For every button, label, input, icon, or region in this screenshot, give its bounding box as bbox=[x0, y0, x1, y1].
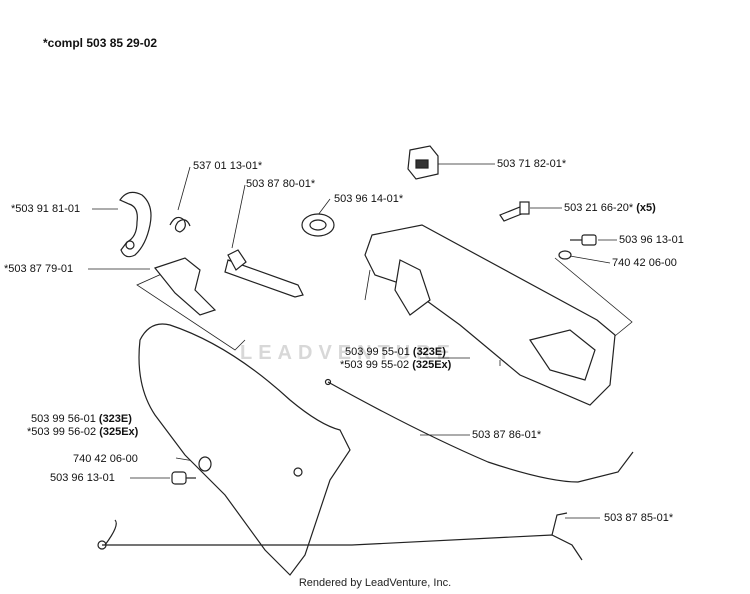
screw-washer-left-part bbox=[171, 456, 212, 485]
label-503-99-55-01: 503 99 55-01 (323E) bbox=[345, 346, 446, 358]
label-503-96-14-01: 503 96 14-01* bbox=[334, 193, 404, 205]
label-503-71-82-01: 503 71 82-01* bbox=[497, 158, 567, 170]
label-503-87-79-01: *503 87 79-01 bbox=[4, 263, 74, 275]
label-740-42-06-00-right: 740 42 06-00 bbox=[612, 257, 677, 269]
watermark: LEADVENTURE bbox=[240, 342, 457, 364]
handle-grip-part bbox=[138, 323, 351, 576]
throttle-cable-part bbox=[324, 378, 634, 483]
screw-part bbox=[499, 201, 530, 222]
bracket-line bbox=[364, 269, 371, 301]
label-503-99-56-02: *503 99 56-02 (325Ex) bbox=[27, 426, 139, 438]
bracket-line bbox=[136, 267, 246, 351]
switch-part bbox=[407, 145, 439, 180]
label-503-96-13-01-right: 503 96 13-01 bbox=[619, 234, 684, 246]
leader-line bbox=[569, 255, 611, 264]
handle-housing-part bbox=[364, 224, 616, 406]
label-503-91-81-01: *503 91 81-01 bbox=[11, 203, 81, 215]
label-740-42-06-00-left: 740 42 06-00 bbox=[73, 453, 138, 465]
ignition-cable-part bbox=[97, 512, 583, 561]
label-503-87-86-01: 503 87 86-01* bbox=[472, 429, 542, 441]
clamp-bracket-part bbox=[119, 191, 152, 258]
assembly-title: *compl 503 85 29-02 bbox=[43, 36, 158, 50]
label-503-99-56-01: 503 99 56-01 (323E) bbox=[31, 413, 132, 425]
label-503-21-66-20: 503 21 66-20* (x5) bbox=[564, 202, 656, 214]
bracket-line bbox=[554, 257, 633, 341]
spring-part bbox=[169, 216, 191, 233]
label-503-96-13-01-left: 503 96 13-01 bbox=[50, 472, 115, 484]
screw-washer-right-part bbox=[558, 234, 597, 260]
leader-line bbox=[177, 166, 191, 211]
lock-plate-part bbox=[153, 257, 217, 316]
label-503-87-80-01: 503 87 80-01* bbox=[246, 178, 316, 190]
leader-line bbox=[231, 184, 246, 249]
leader-line bbox=[317, 198, 331, 216]
label-503-87-85-01: 503 87 85-01* bbox=[604, 512, 674, 524]
footer-credit: Rendered by LeadVenture, Inc. bbox=[298, 577, 452, 589]
label-537-01-13-01: 537 01 13-01* bbox=[193, 160, 263, 172]
damper-ring-part bbox=[301, 213, 335, 237]
label-503-99-55-02: *503 99 55-02 (325Ex) bbox=[340, 359, 452, 371]
throttle-lever-part bbox=[224, 249, 304, 298]
